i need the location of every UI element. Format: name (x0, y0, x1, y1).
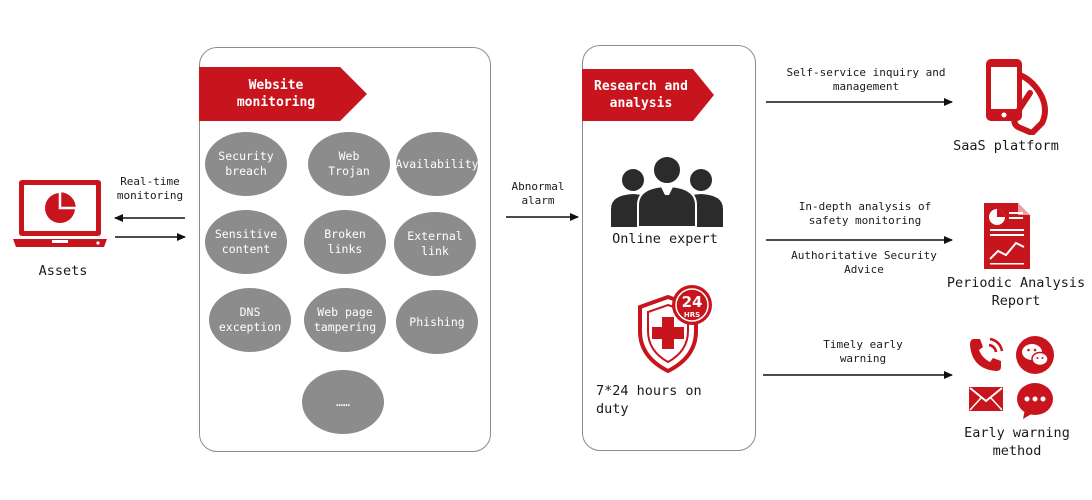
bubble-label: Broken links (324, 227, 366, 256)
report-document-icon (984, 203, 1030, 269)
bubble-label: Phishing (409, 314, 465, 329)
website-monitoring-ribbon: Website monitoring (199, 67, 367, 121)
badge-24-text: 24 (682, 293, 703, 311)
research-analysis-ribbon: Research and analysis (582, 69, 714, 121)
website-monitoring-title: Website monitoring (236, 78, 316, 110)
bubble-label: Availability (395, 156, 479, 171)
smartphone-hand-icon (986, 59, 1048, 135)
abnormal-alarm-label: Abnormal alarm (511, 180, 565, 207)
bubble-broken-links: Broken links (304, 210, 386, 274)
bubble-dns-exception: DNS exception (209, 288, 291, 352)
periodic-analysis-report-label: Periodic Analysis Report (946, 275, 1086, 309)
bubble-web-page-tampering: Web page tampering (304, 288, 386, 352)
online-expert-label: Online expert (612, 231, 718, 247)
bubble-sensitive-content: Sensitive content (205, 210, 287, 274)
saas-arrow-label: Self-service inquiry and management (786, 66, 946, 93)
bubble-phishing: Phishing (396, 290, 478, 354)
bubble-label: External link (407, 229, 463, 258)
real-time-monitoring-label: Real-time monitoring (116, 175, 184, 202)
people-icon (611, 155, 723, 227)
bubble-availability: Availability (395, 132, 479, 196)
research-analysis-title: Research and analysis (594, 79, 688, 111)
report-arrow-label-top: In-depth analysis of safety monitoring (798, 200, 932, 227)
duty-label: 7*24 hours on duty (596, 383, 702, 417)
bubble-label: Sensitive content (214, 227, 278, 256)
bubble-more: …… (302, 370, 384, 434)
bubble-label: Security breach (218, 149, 274, 178)
mail-icon (969, 387, 1003, 411)
chat-bubble-icon (1017, 383, 1053, 419)
phone-ringing-icon (970, 337, 1004, 371)
report-arrow-label-bottom: Authoritative Security Advice (791, 249, 937, 276)
wechat-icon (1016, 336, 1054, 374)
bubble-label: DNS exception (218, 305, 282, 334)
bubble-label: Web page tampering (313, 305, 377, 334)
bubble-label: …… (336, 394, 350, 409)
laptop-pie-chart-icon (13, 180, 107, 247)
bubble-security-breach: Security breach (205, 132, 287, 196)
bubble-label: Web Trojan (328, 149, 370, 178)
saas-platform-label: SaaS platform (953, 138, 1059, 154)
early-warning-method-label: Early warning method (964, 425, 1070, 459)
warning-arrow-label: Timely early warning (823, 338, 903, 365)
shield-cross-24hrs-icon: 24 HRS (638, 285, 712, 374)
bubble-external-link: External link (394, 212, 476, 276)
badge-hrs-text: HRS (684, 311, 700, 319)
assets-label: Assets (38, 263, 88, 279)
bubble-web-trojan: Web Trojan (308, 132, 390, 196)
